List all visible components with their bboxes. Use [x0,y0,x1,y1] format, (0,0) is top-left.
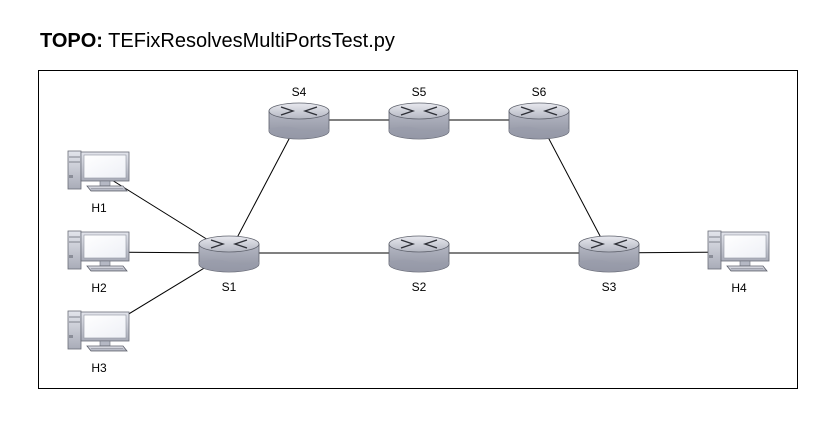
switch-s3: S3 [578,235,640,294]
computer-icon [67,310,130,352]
host-h1: H1 [67,150,130,215]
switch-s2: S2 [388,235,450,294]
switch-s4: S4 [268,85,330,140]
host-label: H2 [91,281,107,295]
switch-s5: S5 [388,85,450,140]
host-h4: H4 [707,230,770,295]
diagram-title: TOPO: TEFixResolvesMultiPortsTest.py [40,30,395,53]
switch-label: S2 [412,280,427,294]
title-filename: TEFixResolvesMultiPortsTest.py [108,30,395,52]
router-icon [508,102,570,140]
computer-icon [707,230,770,272]
switch-label: S3 [602,280,617,294]
link-s1-s4 [228,119,300,254]
link-s6-s3 [538,119,610,254]
host-label: H1 [91,201,107,215]
switch-label: S6 [532,85,547,99]
router-icon [578,235,640,273]
router-icon [388,235,450,273]
computer-icon [67,230,130,272]
router-icon [198,235,260,273]
switch-label: S5 [412,85,427,99]
switch-label: S1 [222,280,237,294]
host-label: H3 [91,361,107,375]
switch-s1: S1 [198,235,260,294]
links [98,119,740,333]
switch-s6: S6 [508,85,570,140]
host-label: H4 [731,281,747,295]
host-h2: H2 [67,230,130,295]
title-prefix: TOPO: [40,30,103,52]
switch-label: S4 [292,85,307,99]
host-h3: H3 [67,310,130,375]
router-icon [268,102,330,140]
topology-frame [38,70,798,389]
router-icon [388,102,450,140]
